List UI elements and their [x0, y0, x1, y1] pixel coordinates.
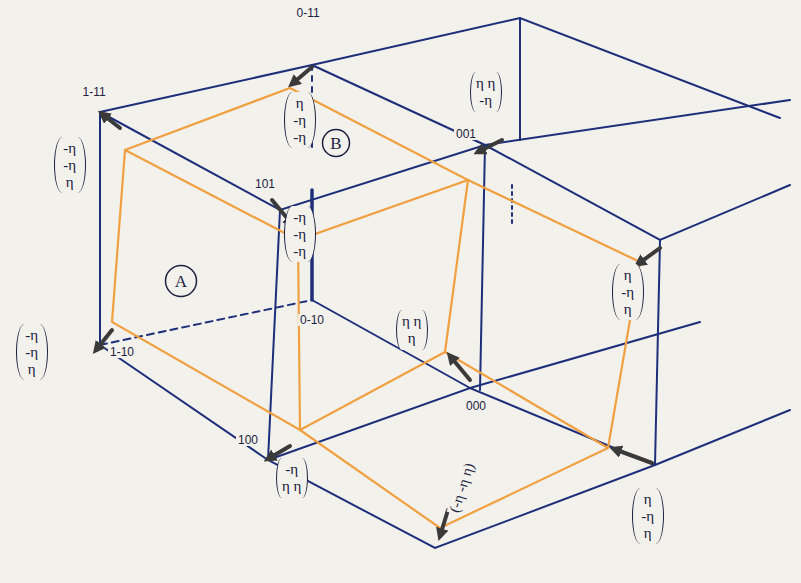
site-index: 100 — [236, 434, 260, 447]
spin-arrows — [96, 67, 660, 536]
lattice-edges — [100, 18, 790, 548]
site-index: 000 — [464, 400, 488, 413]
site-index: 1-10 — [108, 346, 136, 359]
spin-vector: η -η η — [612, 264, 645, 320]
site-index: 0-10 — [298, 314, 326, 327]
site-index: 0-11 — [295, 7, 322, 20]
spin-vector: η η -η — [470, 72, 503, 112]
circled-label: A — [164, 264, 198, 298]
spin-vector: -η -η η — [16, 324, 49, 380]
site-index: 101 — [253, 178, 277, 191]
spin-vector: (-η -η η) — [446, 459, 478, 516]
spin-vector: η -η -η — [284, 92, 317, 148]
spin-vector: -η -η η — [54, 137, 87, 193]
spin-vector: -η η η — [276, 458, 309, 498]
circled-label: B — [321, 128, 351, 158]
site-index: 001 — [454, 128, 478, 141]
site-index: 1-11 — [81, 86, 108, 99]
region-letter: B — [330, 135, 341, 152]
spin-vector: -η -η -η — [284, 206, 317, 262]
spin-vector: η -η η — [632, 488, 665, 544]
inner-lattice — [112, 88, 640, 528]
spin-vector: η η η — [396, 310, 429, 350]
region-letter: A — [175, 273, 187, 290]
